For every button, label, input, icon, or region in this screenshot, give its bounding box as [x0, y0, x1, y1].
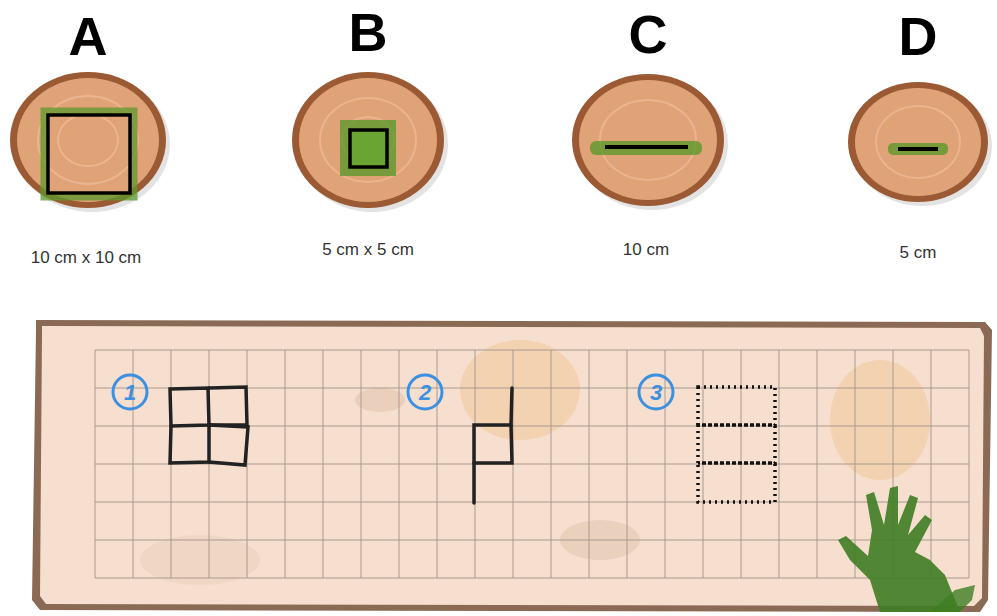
- slice-letter: A: [69, 9, 108, 63]
- grid-line: [95, 578, 969, 579]
- circled-number-rings: [113, 375, 673, 409]
- slice-letter: B: [349, 5, 388, 59]
- slice-letter: D: [899, 9, 938, 63]
- grid: [95, 350, 969, 578]
- grid-line: [95, 540, 969, 541]
- figure-3: [698, 387, 775, 502]
- grid-line: [95, 502, 969, 503]
- dimension: 10 cm x 10 cm: [31, 249, 142, 266]
- dimension: 5 cm x 5 cm: [322, 241, 414, 258]
- green-handprint: [838, 486, 975, 612]
- callout-number: 2: [419, 382, 431, 404]
- dimension: 10 cm: [623, 241, 669, 258]
- callout-number: 1: [124, 382, 136, 404]
- wooden-board: [32, 320, 992, 612]
- grid-line: [95, 350, 969, 351]
- figure-2: [474, 388, 512, 503]
- dimension: 5 cm: [900, 244, 937, 261]
- callout-number: 3: [650, 382, 662, 404]
- slice-letter: C: [629, 7, 668, 61]
- figure-1: [170, 387, 248, 465]
- wood-slices: [10, 72, 992, 212]
